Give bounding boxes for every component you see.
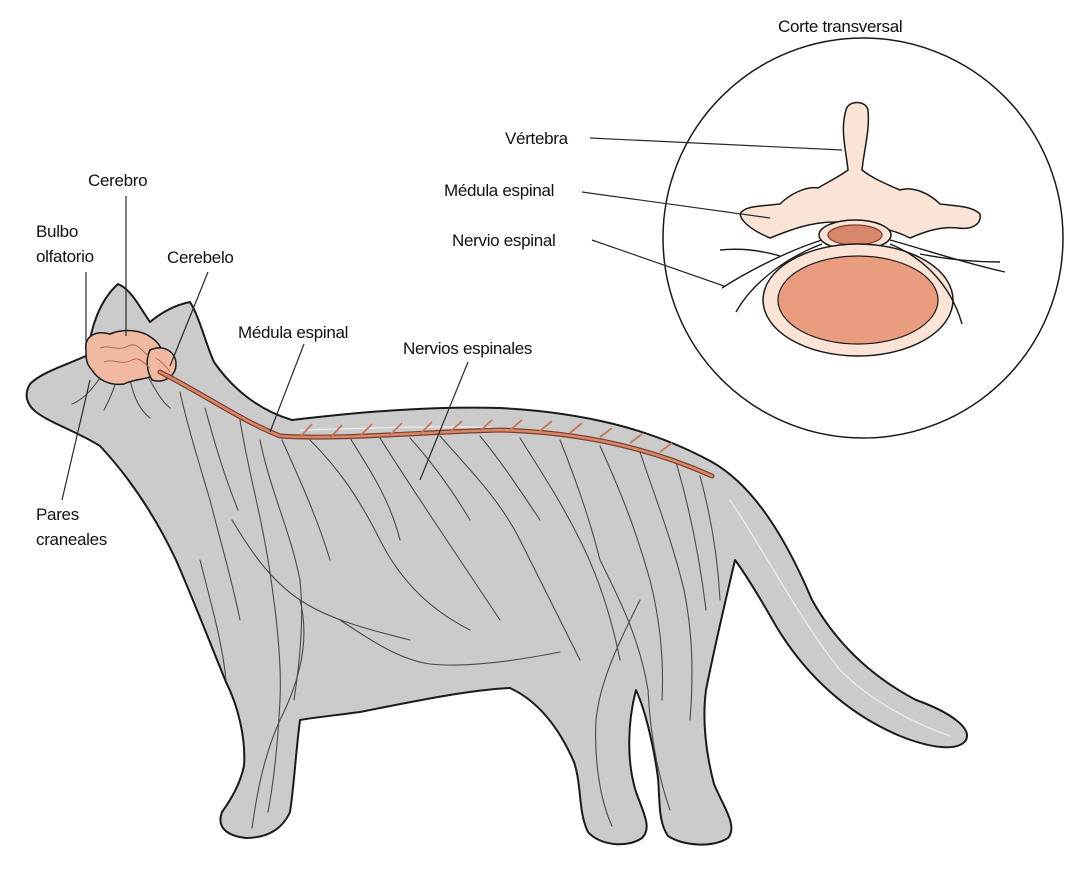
brain — [85, 329, 177, 386]
label-cranial-pairs-line1: Pares — [36, 505, 79, 524]
label-cross-section-title: Corte transversal — [778, 17, 902, 36]
spinal-nerve-roots — [719, 239, 1006, 325]
cross-section-inset — [662, 37, 1064, 439]
peripheral-nerve-network — [71, 369, 721, 829]
labels: Corte transversal Vértebra Médula espina… — [36, 17, 903, 549]
tail-highlight — [729, 499, 951, 737]
spinal-cord — [157, 369, 715, 479]
cat-illustration — [25, 283, 968, 846]
label-spinal-cord: Médula espinal — [238, 323, 348, 342]
cat-body-silhouette — [25, 283, 968, 846]
label-vertebra: Vértebra — [505, 129, 569, 148]
label-cerebrum: Cerebro — [88, 171, 147, 190]
label-spinal-nerves: Nervios espinales — [403, 339, 532, 358]
label-cerebellum: Cerebelo — [167, 248, 234, 267]
intervertebral-disc — [777, 255, 939, 345]
label-spinal-cord-section: Médula espinal — [444, 181, 554, 200]
label-olfactory-bulb-line1: Bulbo — [36, 222, 78, 241]
leader-lines — [61, 137, 843, 501]
vertebra-shape — [739, 101, 981, 239]
label-olfactory-bulb-line2: olfatorio — [36, 247, 94, 266]
spinal-cord-section — [827, 224, 883, 246]
label-cranial-pairs-line2: craneales — [36, 530, 107, 549]
label-spinal-nerve: Nervio espinal — [452, 231, 556, 250]
